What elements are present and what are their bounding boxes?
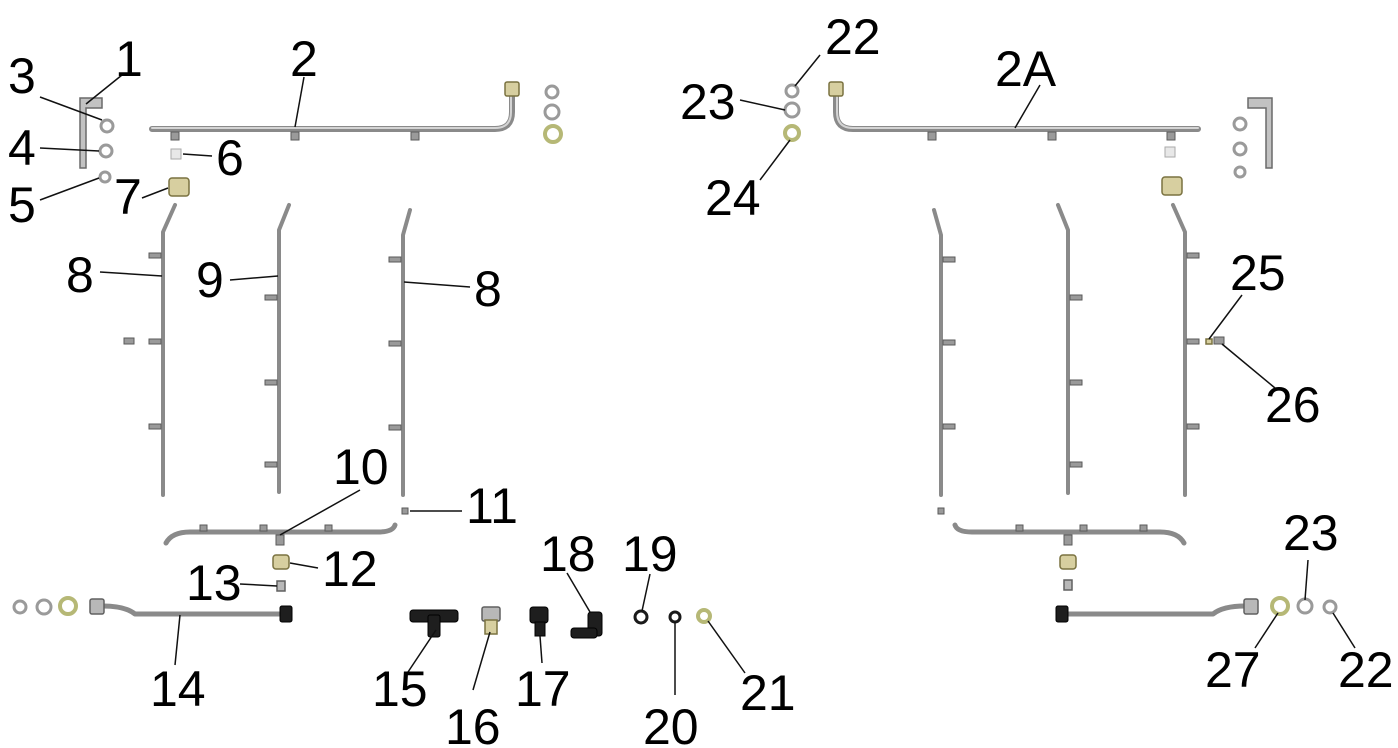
- nut-right: [1161, 176, 1183, 196]
- part-19-o-ring: [633, 609, 649, 625]
- label-4: 4: [8, 120, 36, 176]
- label-5: 5: [8, 177, 36, 233]
- part-26-plug: [1213, 336, 1225, 345]
- washer-silver-small: [544, 84, 560, 100]
- washer-right-3: [1233, 165, 1247, 179]
- label-1: 1: [115, 31, 143, 87]
- part-15-tee-fitting: [409, 609, 459, 638]
- washer-14-silver-small: [12, 599, 28, 615]
- part-24-washer: [783, 124, 801, 142]
- part-4-nut: [98, 143, 114, 159]
- part-16-adapter: [481, 606, 501, 635]
- part-3-washer: [99, 118, 115, 134]
- vertical-pipe-right-3: [1171, 203, 1200, 497]
- label-27: 27: [1205, 642, 1261, 698]
- part-2a-top-manifold: [828, 81, 1201, 141]
- label-18: 18: [540, 526, 596, 582]
- label-6: 6: [216, 130, 244, 186]
- vertical-pipe-right-1: [932, 208, 956, 497]
- label-22-top: 22: [825, 9, 881, 65]
- label-9: 9: [196, 252, 224, 308]
- washer-14-silver-medium: [35, 598, 53, 616]
- part-13-fitting: [276, 580, 286, 592]
- label-3: 3: [8, 48, 36, 104]
- label-26: 26: [1265, 377, 1321, 433]
- lower-manifold-right: [952, 522, 1187, 546]
- label-20: 20: [643, 699, 699, 748]
- leader-lines: [39, 54, 1356, 695]
- label-17: 17: [515, 661, 571, 717]
- part-8-vertical-pipe-left: [123, 203, 177, 497]
- label-24: 24: [705, 170, 761, 226]
- part-5-nut: [98, 170, 112, 184]
- part-6-fitting: [170, 148, 182, 160]
- outlet-pipe-right: [1055, 598, 1259, 623]
- plug-right: [937, 507, 945, 515]
- part-8-vertical-pipe-right: [388, 208, 412, 497]
- part-18-elbow: [570, 611, 603, 639]
- part-27-washer: [1270, 596, 1290, 616]
- label-15: 15: [372, 661, 428, 717]
- washer-right-1: [1232, 116, 1248, 132]
- part-labels: 1 2 2A 3 4 5 6 7 8 9 8 10 11 12 13 14 15…: [8, 9, 1394, 748]
- fitting-right: [1164, 146, 1176, 158]
- label-11: 11: [466, 478, 518, 534]
- label-14: 14: [150, 661, 206, 717]
- label-7: 7: [114, 169, 142, 225]
- part-22-nut-lower: [1322, 599, 1338, 615]
- part-25-fitting: [1205, 338, 1213, 345]
- washer-right-2: [1232, 141, 1248, 157]
- bracket-right: [1247, 97, 1273, 169]
- washer-silver-medium: [543, 103, 561, 121]
- label-12: 12: [322, 541, 378, 597]
- label-2: 2: [290, 31, 318, 87]
- washer-14-brass: [58, 596, 78, 616]
- label-10: 10: [333, 439, 389, 495]
- part-1-bracket: [79, 97, 103, 169]
- label-19: 19: [622, 526, 678, 582]
- part-22-nut: [784, 83, 800, 99]
- label-8-left: 8: [66, 247, 94, 303]
- label-25: 25: [1230, 245, 1286, 301]
- label-22-bottom: 22: [1338, 642, 1394, 698]
- label-2a: 2A: [995, 41, 1057, 97]
- part-14-outlet-pipe: [89, 598, 293, 623]
- label-8-right: 8: [474, 261, 502, 317]
- label-23-top: 23: [680, 74, 736, 130]
- part-7-nut: [168, 177, 190, 197]
- part-17-plug: [529, 606, 549, 637]
- part-2-top-manifold: [149, 81, 520, 141]
- fitting-lower-right: [1063, 579, 1073, 591]
- part-21-washer: [696, 608, 712, 624]
- vertical-pipe-right-2: [1056, 203, 1083, 495]
- part-9-vertical-pipe: [264, 203, 291, 494]
- label-13: 13: [186, 555, 242, 611]
- label-16: 16: [445, 699, 501, 748]
- label-23-bottom: 23: [1283, 505, 1339, 561]
- part-23-washer: [783, 101, 801, 119]
- part-23-washer-lower: [1296, 597, 1314, 615]
- part-20-o-ring: [668, 610, 682, 624]
- nut-lower-right: [1059, 554, 1077, 570]
- part-12-nut: [272, 554, 290, 570]
- washer-brass: [543, 124, 563, 144]
- part-11-plug: [401, 507, 409, 515]
- label-21: 21: [740, 665, 796, 721]
